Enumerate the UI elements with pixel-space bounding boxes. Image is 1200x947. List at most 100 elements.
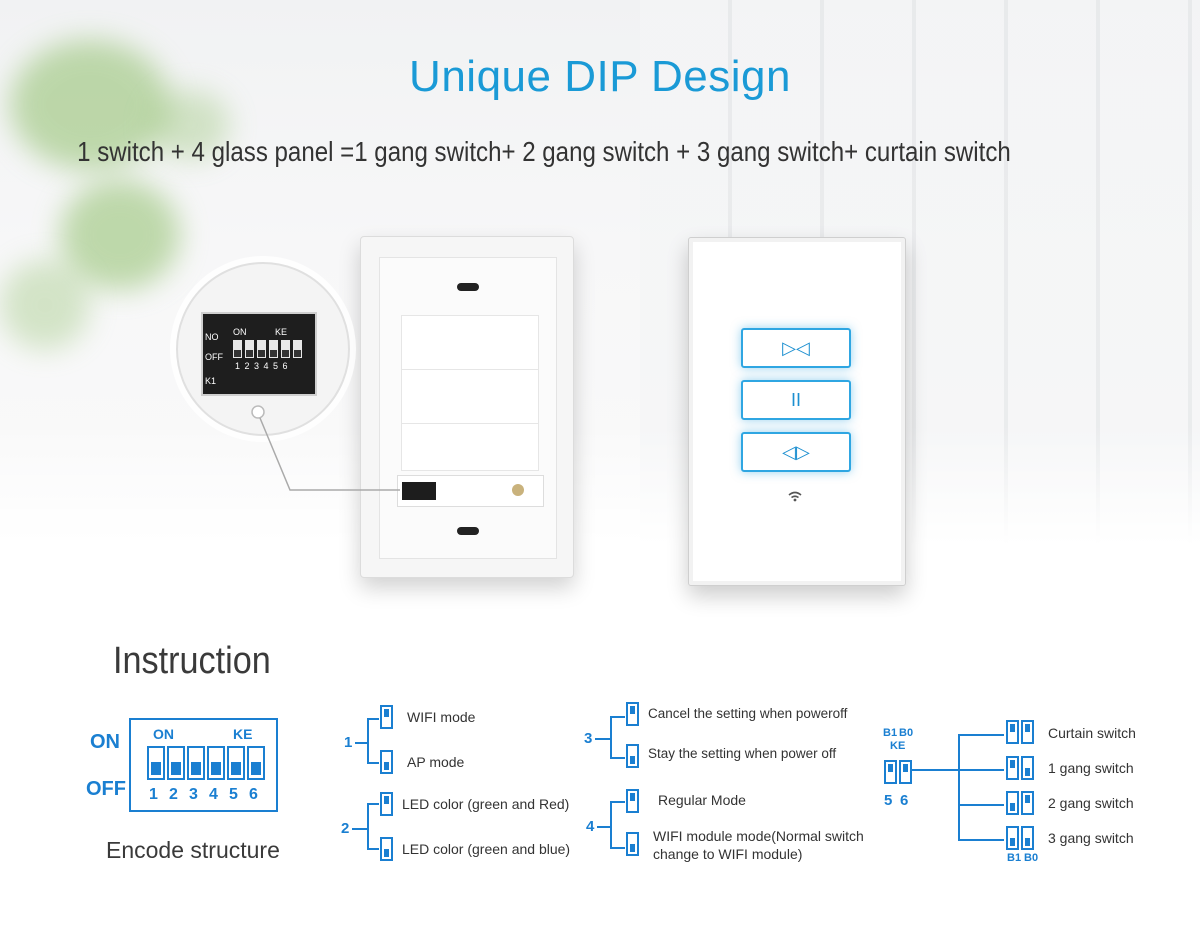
b0-label: B0 [899, 727, 914, 739]
dip-zoom-switch [233, 340, 242, 358]
connector-line [610, 801, 612, 848]
page-subtitle: 1 switch + 4 glass panel =1 gang switch+… [77, 136, 1011, 167]
dip-zoom-numbers: 1 2 3 4 5 6 [235, 361, 289, 371]
dip-switch-up [380, 705, 393, 729]
encode-off-label: OFF [86, 778, 126, 800]
encode-switch [147, 746, 165, 780]
group2-number: 2 [341, 820, 350, 837]
encode-number: 6 [249, 786, 258, 803]
number-5: 5 [884, 792, 893, 809]
group1-option-2: AP mode [407, 754, 465, 770]
b1-label: B1 [883, 727, 898, 739]
encode-switch [227, 746, 245, 780]
dip-switch-6 [899, 760, 912, 784]
dip-switch-down [380, 750, 393, 774]
curtain-pause-button[interactable]: II [741, 380, 851, 420]
connector-line [367, 718, 369, 764]
switch-back-plate [360, 236, 574, 578]
curtain-b0-switch [1021, 720, 1034, 744]
connector-line [610, 847, 625, 849]
instruction-title: Instruction [113, 640, 271, 682]
encode-number: 5 [229, 786, 238, 803]
dip-zoom-k1: K1 [205, 376, 217, 386]
connector-line [367, 803, 369, 849]
group3-option-2: Stay the setting when power off [648, 746, 837, 761]
encode-switch [207, 746, 225, 780]
encode-caption: Encode structure [106, 837, 280, 863]
connector-line [367, 762, 379, 764]
module-panel [401, 369, 539, 425]
dip-switch-up [380, 792, 393, 816]
gang3-b0-switch [1021, 826, 1034, 850]
dip-switch-chip [402, 482, 436, 500]
group1-number: 1 [344, 734, 353, 751]
glass-touch-panel: ▷◁ II ◁▷ [688, 237, 906, 586]
dip-zoom-on: ON [233, 327, 247, 337]
dip-zoom-switch [257, 340, 266, 358]
group1-option-1: WIFI mode [407, 709, 476, 725]
dip-switch-5 [884, 760, 897, 784]
ke-label: KE [890, 740, 906, 752]
encode-number: 2 [169, 786, 178, 803]
gang1-b0-switch [1021, 756, 1034, 780]
circuit-board [397, 475, 544, 507]
mounting-slot [457, 283, 479, 291]
encode-switch [167, 746, 185, 780]
group3-number: 3 [584, 730, 593, 747]
wifi-icon [785, 490, 805, 505]
gang2-switch-label: 2 gang switch [1048, 795, 1134, 811]
connector-line [610, 801, 625, 803]
gang3-b1-switch [1006, 826, 1019, 850]
connector-line [610, 757, 625, 759]
module-panel [401, 315, 539, 371]
dip-zoom-off: OFF [205, 352, 223, 362]
dip-switch-down [626, 744, 639, 768]
connector-line [958, 839, 1004, 841]
connector-line [958, 734, 960, 840]
gang1-b1-switch [1006, 756, 1019, 780]
connector-line [610, 716, 612, 758]
dip-zoom-ke: KE [275, 327, 288, 337]
dip-switch-down [380, 837, 393, 861]
encode-switch [247, 746, 265, 780]
encode-number: 1 [149, 786, 158, 803]
group4-option-1: Regular Mode [658, 792, 746, 808]
bottom-b1-label: B1 [1007, 852, 1022, 864]
dip-switch-zoom: NO ON KE OFF 1 2 3 4 5 6 K1 [201, 312, 317, 396]
dip-zoom-switch [293, 340, 302, 358]
group4-number: 4 [586, 818, 595, 835]
gang2-b1-switch [1006, 791, 1019, 815]
connector-line [610, 716, 625, 718]
group2-option-2: LED color (green and blue) [402, 841, 571, 857]
connector-line [595, 738, 610, 740]
encode-switch [187, 746, 205, 780]
connector-line [958, 804, 1004, 806]
connector-line [958, 734, 1004, 736]
hero-fade [0, 425, 1200, 545]
plant-blur [60, 180, 180, 290]
connector-line [912, 769, 958, 771]
plant-blur [0, 260, 90, 350]
encode-box-on: ON [153, 726, 174, 742]
gang3-switch-label: 3 gang switch [1048, 830, 1134, 846]
dip-zoom-switch [281, 340, 290, 358]
connector-line [352, 828, 367, 830]
mounting-slot [457, 527, 479, 535]
connector-line [367, 718, 379, 720]
encode-dip-diagram: ON KE 1 2 3 4 5 6 [129, 718, 278, 812]
hero-background [0, 0, 1200, 545]
curtain-b1-switch [1006, 720, 1019, 744]
dip-zoom-no: NO [205, 332, 219, 342]
dip-zoom-switch [245, 340, 254, 358]
plant-blur [10, 40, 170, 170]
connector-line [597, 826, 610, 828]
module-panel [401, 423, 539, 471]
encode-number: 4 [209, 786, 218, 803]
group2-option-1: LED color (green and Red) [402, 796, 570, 812]
dip-zoom-switch [269, 340, 278, 358]
curtain-close-button[interactable]: ◁▷ [741, 432, 851, 472]
curtain-open-button[interactable]: ▷◁ [741, 328, 851, 368]
gang1-switch-label: 1 gang switch [1048, 760, 1134, 776]
connector-line [367, 848, 379, 850]
encode-number: 3 [189, 786, 198, 803]
